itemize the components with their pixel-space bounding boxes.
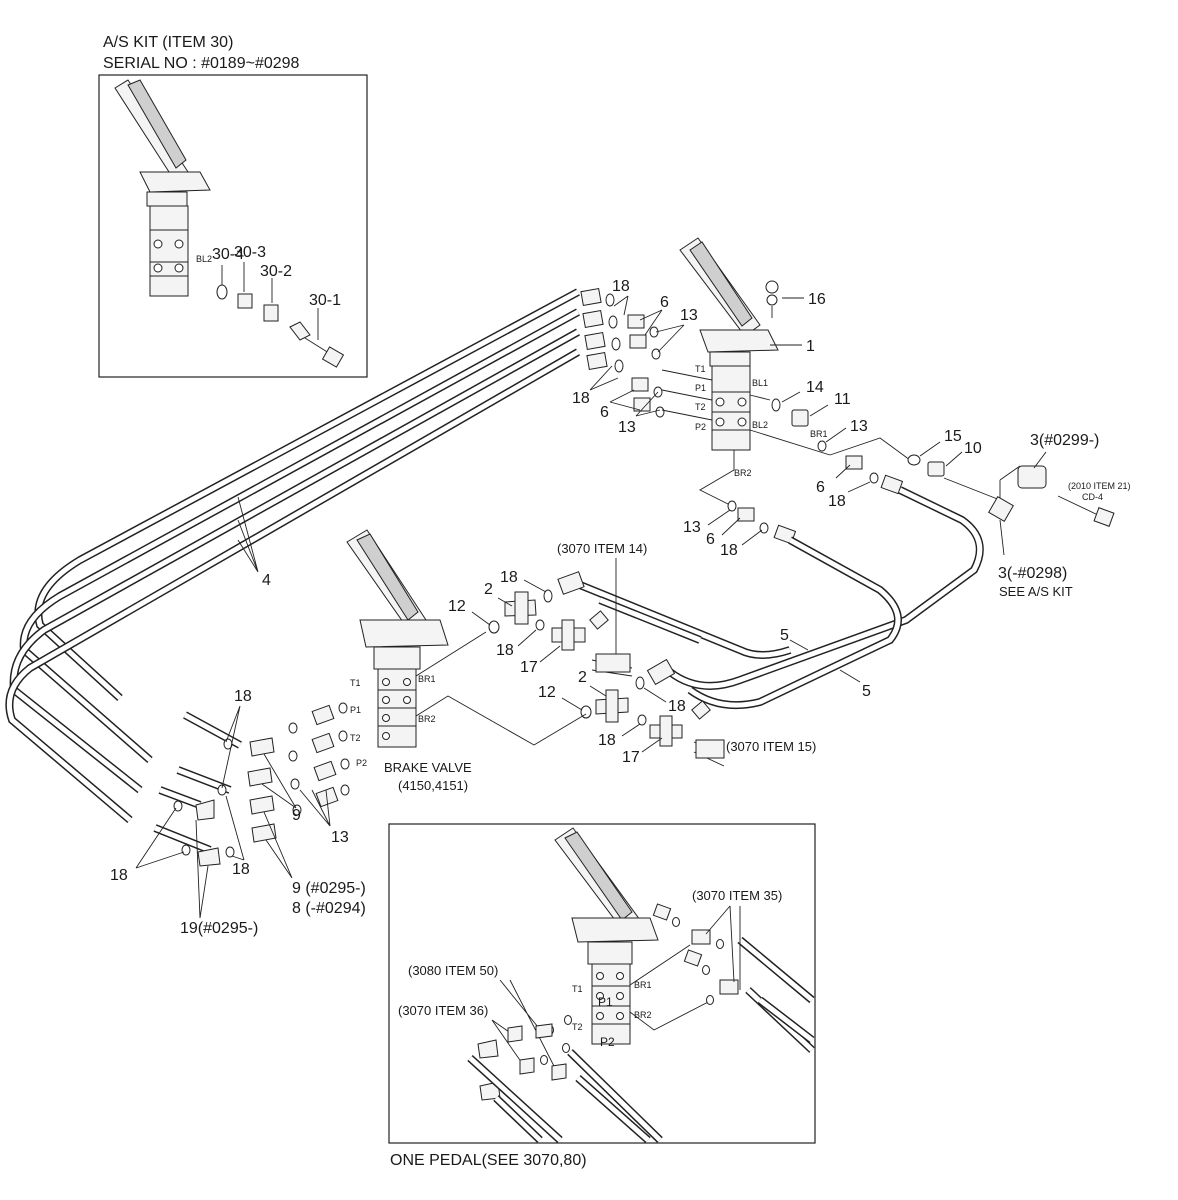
center-fittings: (3070 ITEM 14) 18 2 12 18 17 12 2 18 18	[448, 541, 816, 767]
callout-17-b: 17	[622, 749, 640, 766]
callout-16: 16	[808, 291, 826, 308]
as-kit-title: A/S KIT (ITEM 30)	[103, 34, 233, 51]
callout-3-new: 3(#0299-)	[1030, 432, 1099, 449]
as-kit-connector	[289, 321, 311, 341]
callout-6-a: 6	[660, 294, 669, 311]
top-pedal-callouts: 18 6 13 18 6 13	[572, 278, 698, 436]
callout-18-d: 18	[720, 542, 738, 559]
left-port-br1: BR1	[418, 674, 436, 684]
callout-19: 19(#0295-)	[180, 920, 258, 937]
hose-4-callout: 4	[262, 572, 271, 589]
top-port-t2: T2	[695, 402, 706, 412]
callout-9-b: 9 (#0295-)	[292, 880, 366, 897]
callout-18-b: 18	[572, 390, 590, 407]
ref-cd4: CD-4	[1082, 492, 1103, 502]
one-pedal-port-t2: T2	[572, 1022, 583, 1032]
callout-12-a: 12	[448, 598, 466, 615]
one-pedal-port-br2: BR2	[634, 1010, 652, 1020]
left-port-t2: T2	[350, 733, 361, 743]
one-pedal-port-br1: BR1	[634, 980, 652, 990]
callout-13-a: 13	[680, 307, 698, 324]
callout-13-d: 13	[683, 519, 701, 536]
callout-13-b: 13	[618, 419, 636, 436]
as-kit-pedal: BL2	[114, 79, 212, 297]
one-pedal-inset: T1 P1 BR1 T2 BR2 P2 (3070 ITEM 35) (3080…	[388, 823, 816, 1169]
one-pedal-port-p1: P1	[598, 995, 613, 1009]
as-kit-callout-30-2: 30-2	[260, 263, 292, 280]
callout-18-h: 18	[598, 732, 616, 749]
as-kit-plug	[321, 346, 345, 368]
callout-13-c: 13	[850, 418, 868, 435]
top-port-bl2: BL2	[752, 420, 768, 430]
left-port-br2: BR2	[418, 714, 436, 724]
callout-6-c: 6	[816, 479, 825, 496]
one-pedal-port-p2: P2	[600, 1035, 615, 1049]
top-hose-fittings	[580, 287, 665, 418]
callout-13-e: 13	[331, 829, 349, 846]
hose-5-callout-b: 5	[862, 683, 871, 700]
ref-3080-item50: (3080 ITEM 50)	[408, 963, 498, 978]
ref-3070-item15: (3070 ITEM 15)	[726, 739, 816, 754]
as-kit-callout-30-3: 30-3	[234, 244, 266, 261]
ref-2010-item21: (2010 ITEM 21)	[1068, 481, 1131, 491]
one-pedal-port-t1: T1	[572, 984, 583, 994]
left-port-t1: T1	[350, 678, 361, 688]
top-port-p1: P1	[695, 383, 706, 393]
brake-valve-label: BRAKE VALVE	[384, 760, 472, 775]
callout-3-old: 3(-#0298)	[998, 565, 1067, 582]
one-pedal-caption: ONE PEDAL(SEE 3070,80)	[390, 1152, 587, 1169]
callout-14: 14	[806, 379, 824, 396]
callout-18-f: 18	[496, 642, 514, 659]
as-kit-inset: A/S KIT (ITEM 30) SERIAL NO : #0189~#029…	[98, 34, 368, 378]
callout-6-d: 6	[706, 531, 715, 548]
callout-10: 10	[964, 440, 982, 457]
callout-18-g: 18	[668, 698, 686, 715]
top-port-br2: BR2	[734, 468, 752, 478]
as-kit-oring	[216, 284, 228, 300]
callout-6-b: 6	[600, 404, 609, 421]
see-as-kit: SEE A/S KIT	[999, 584, 1073, 599]
top-brake-pedal: T1 P1 BL1 T2 BL2 P2 BR1 BR2 16 1	[661, 237, 911, 506]
top-port-t1: T1	[695, 364, 706, 374]
hose-bundle-4: 4	[5, 288, 580, 854]
callout-2-a: 2	[484, 581, 493, 598]
left-port-p1: P1	[350, 705, 361, 715]
callout-15: 15	[944, 428, 962, 445]
as-kit-frame	[98, 74, 368, 378]
callout-18-k: 18	[232, 861, 250, 878]
one-pedal-frame	[388, 823, 816, 1144]
callout-11: 11	[834, 391, 851, 408]
as-kit-switch	[263, 304, 279, 322]
callout-18-i: 18	[234, 688, 252, 705]
left-port-p2: P2	[356, 758, 367, 768]
right-fittings: 14 11 13 15 10 3(#0299-) (2010 ITEM 21) …	[683, 379, 1131, 599]
as-kit-serial: SERIAL NO : #0189~#0298	[103, 55, 300, 72]
ref-3070-item14: (3070 ITEM 14)	[557, 541, 647, 556]
ref-3070-item35: (3070 ITEM 35)	[692, 888, 782, 903]
callout-2-b: 2	[578, 669, 587, 686]
left-fittings: 18 18 9 13 18 9 (#0295-) 8 (-#0294) 19(#…	[110, 688, 366, 937]
callout-12-b: 12	[538, 684, 556, 701]
callout-18-j: 18	[110, 867, 128, 884]
ref-3070-item36: (3070 ITEM 36)	[398, 1003, 488, 1018]
top-port-br1: BR1	[810, 429, 828, 439]
callout-9-a: 9	[292, 807, 301, 824]
as-kit-callout-30-1: 30-1	[309, 292, 341, 309]
callout-17-a: 17	[520, 659, 538, 676]
callout-18-a: 18	[612, 278, 630, 295]
as-kit-callout-30-4: 30-4	[212, 246, 244, 263]
as-kit-port-bl2: BL2	[196, 254, 212, 264]
brake-valve-assembly: T1 P1 T2 P2 BR1 BR2 BRAKE VALVE (4150,41…	[346, 529, 587, 793]
hose-5-callout-a: 5	[780, 627, 789, 644]
callout-18-e: 18	[500, 569, 518, 586]
callout-1: 1	[806, 338, 815, 355]
callout-18-c: 18	[828, 493, 846, 510]
as-kit-adapter	[237, 293, 253, 309]
callout-8: 8 (-#0294)	[292, 900, 366, 917]
top-port-bl1: BL1	[752, 378, 768, 388]
hose-5-loops: 5 5	[557, 486, 984, 710]
brake-valve-ref: (4150,4151)	[398, 778, 468, 793]
top-port-p2: P2	[695, 422, 706, 432]
